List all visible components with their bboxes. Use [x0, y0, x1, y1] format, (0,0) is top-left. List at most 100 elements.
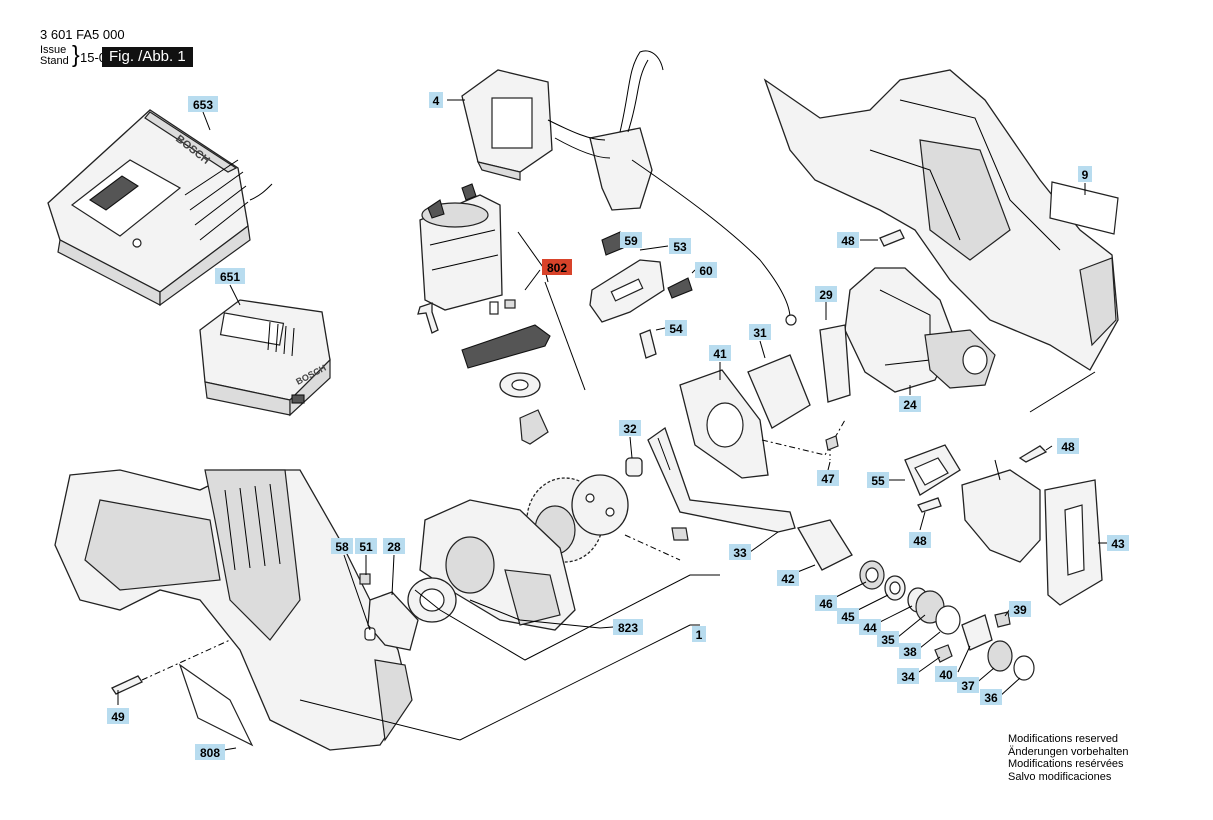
- callout-number: 32: [623, 422, 637, 436]
- callout-box: [899, 396, 921, 412]
- callout-number: 31: [753, 326, 767, 340]
- issue-stand-label: Issue Stand: [40, 45, 69, 67]
- switch-assembly-drawing: [461, 50, 797, 326]
- callout-box: [542, 259, 572, 275]
- callout-59: 59: [620, 232, 642, 248]
- callout-47: 47: [817, 470, 839, 486]
- callout-802: 802: [542, 259, 572, 275]
- callout-number: 46: [819, 597, 833, 611]
- callout-box: [957, 677, 979, 693]
- callout-number: 29: [819, 288, 833, 302]
- callout-60: 60: [695, 262, 717, 278]
- callout-box: [619, 420, 641, 436]
- callout-36: 36: [980, 689, 1002, 705]
- callout-number: 41: [713, 347, 727, 361]
- screw-49: [111, 675, 143, 695]
- callout-number: 9: [1082, 168, 1089, 182]
- figure-badge: Fig. /Abb. 1: [102, 47, 193, 67]
- bushing-32: [625, 457, 643, 477]
- callout-box: [815, 595, 837, 611]
- callout-808: 808: [195, 744, 225, 760]
- callout-box: [777, 570, 799, 586]
- housing-half-left-drawing: [54, 469, 413, 751]
- callout-number: 55: [871, 474, 885, 488]
- callout-54: 54: [665, 320, 687, 336]
- callout-box: [383, 538, 405, 554]
- pin-58: [364, 627, 376, 641]
- callout-42: 42: [777, 570, 799, 586]
- small-parts-drawing: [589, 231, 693, 359]
- callout-number: 59: [624, 234, 638, 248]
- callout-box: [188, 96, 218, 112]
- callout-number: 4: [433, 94, 440, 108]
- callout-box: [355, 538, 377, 554]
- callout-48: 48: [837, 232, 859, 248]
- callout-number: 49: [111, 710, 125, 724]
- callout-48: 48: [1057, 438, 1079, 454]
- callout-number: 45: [841, 610, 855, 624]
- callout-box: [331, 538, 353, 554]
- callout-58: 58: [331, 538, 353, 554]
- callout-labels: 653 651 4 802 59 53 60 54 9 48 29 31 41 24 32 47 48 55 48 4…: [107, 92, 1129, 760]
- callout-box: [897, 668, 919, 684]
- housing-half-right-drawing: [763, 69, 1119, 413]
- callout-number: 53: [673, 240, 687, 254]
- leader-lines: [117, 99, 1108, 753]
- callout-number: 823: [618, 621, 638, 635]
- callout-box: [613, 619, 643, 635]
- motor-drawing: [417, 183, 586, 445]
- callout-box: [980, 689, 1002, 705]
- callout-box: [429, 92, 443, 108]
- callout-number: 47: [821, 472, 835, 486]
- callout-number: 42: [781, 572, 795, 586]
- note-line: Modifications reserved: [1008, 733, 1119, 745]
- callout-49: 49: [107, 708, 129, 724]
- callout-number: 48: [841, 234, 855, 248]
- callout-number: 48: [913, 534, 927, 548]
- callout-28: 28: [383, 538, 405, 554]
- callout-44: 44: [859, 619, 881, 635]
- callout-number: 51: [359, 540, 373, 554]
- callout-box: [1107, 535, 1129, 551]
- callout-653: 653: [188, 96, 218, 112]
- callout-box: [749, 324, 771, 340]
- callout-box: [695, 262, 717, 278]
- callout-4: 4: [429, 92, 443, 108]
- callout-24: 24: [899, 396, 921, 412]
- callout-41: 41: [709, 345, 731, 361]
- callout-box: [709, 345, 731, 361]
- stand-label: Stand: [40, 55, 69, 67]
- callout-number: 40: [939, 668, 953, 682]
- callout-45: 45: [837, 608, 859, 624]
- charger-drawing: BOSCH: [47, 109, 273, 307]
- callout-29: 29: [815, 286, 837, 302]
- callout-box: [817, 470, 839, 486]
- callout-number: 36: [984, 691, 998, 705]
- callout-1: 1: [692, 626, 706, 642]
- callout-box: [899, 643, 921, 659]
- note-line: Modifications resérvées: [1008, 758, 1124, 770]
- plunger-33: [647, 426, 796, 533]
- callout-33: 33: [729, 544, 751, 560]
- callout-box: [669, 238, 691, 254]
- callout-53: 53: [669, 238, 691, 254]
- callout-box: [195, 744, 225, 760]
- callout-48: 48: [909, 532, 931, 548]
- callout-39: 39: [1009, 601, 1031, 617]
- callout-number: 1: [696, 628, 703, 642]
- callout-number: 653: [193, 98, 213, 112]
- callout-box: [107, 708, 129, 724]
- callout-number: 24: [903, 398, 917, 412]
- callout-651: 651: [215, 268, 245, 284]
- callout-35: 35: [877, 631, 899, 647]
- callout-43: 43: [1107, 535, 1129, 551]
- callout-51: 51: [355, 538, 377, 554]
- callout-40: 40: [935, 666, 957, 682]
- callout-number: 808: [200, 746, 220, 760]
- callout-box: [837, 608, 859, 624]
- callout-box: [215, 268, 245, 284]
- callout-box: [859, 619, 881, 635]
- callout-box: [665, 320, 687, 336]
- callout-number: 802: [547, 261, 567, 275]
